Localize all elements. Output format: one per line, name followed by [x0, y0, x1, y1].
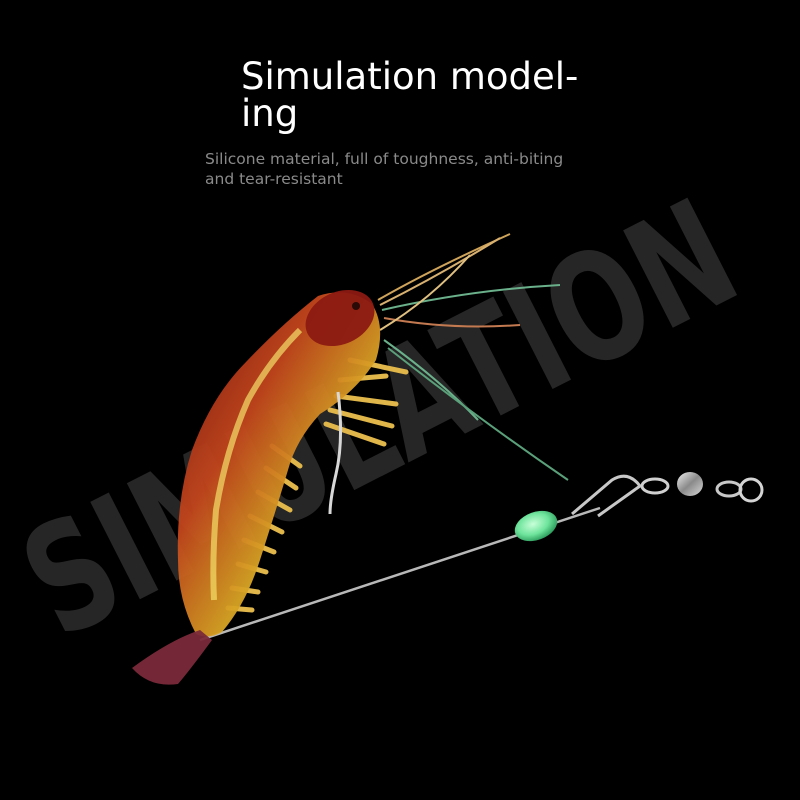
shrimp-body: [177, 292, 381, 637]
subtitle-line-1: Silicone material, full of toughness, an…: [205, 150, 564, 168]
shrimp-eye: [352, 302, 360, 310]
swivel-snap: [571, 472, 764, 518]
shrimp-tail: [132, 630, 212, 685]
headline: Simulation model- ing: [241, 58, 581, 132]
shrimp-antennae: [377, 233, 569, 481]
watermark-text: SIMULATION: [0, 167, 762, 672]
shrimp-highlight: [210, 327, 303, 601]
glow-bead: [514, 510, 558, 542]
headline-line-1: Simulation model-: [241, 55, 579, 98]
subtitle: Silicone material, full of toughness, an…: [205, 149, 585, 189]
headline-line-2: ing: [241, 92, 299, 135]
hook: [328, 391, 343, 515]
subtitle-line-2: and tear-resistant: [205, 170, 343, 188]
